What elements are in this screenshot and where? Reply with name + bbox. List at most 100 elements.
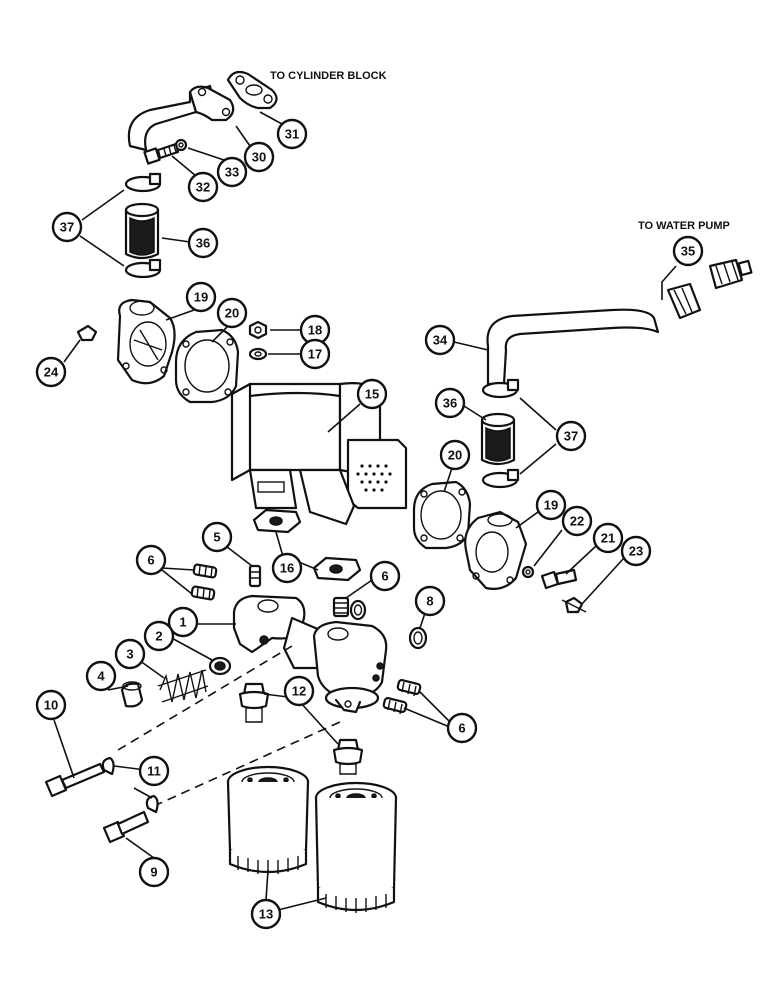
callout-23: 23 bbox=[620, 535, 652, 567]
plug-6-lower-a bbox=[396, 679, 422, 697]
svg-text:6: 6 bbox=[381, 569, 388, 584]
svg-text:6: 6 bbox=[147, 553, 154, 568]
svg-text:17: 17 bbox=[308, 347, 322, 362]
svg-text:34: 34 bbox=[433, 333, 448, 348]
callout-8: 8 bbox=[414, 585, 446, 617]
hose-36-right bbox=[480, 412, 516, 466]
svg-text:35: 35 bbox=[681, 244, 695, 259]
svg-text:18: 18 bbox=[308, 323, 322, 338]
callout-36-right: 36 bbox=[434, 387, 466, 419]
plug-6-upper-b bbox=[190, 585, 216, 601]
hose-clamp-37-right-lower bbox=[481, 468, 520, 489]
callout-11: 11 bbox=[138, 755, 170, 787]
svg-text:16: 16 bbox=[280, 561, 294, 576]
label-to-water-pump: TO WATER PUMP bbox=[638, 220, 730, 232]
svg-text:19: 19 bbox=[194, 290, 208, 305]
svg-text:8: 8 bbox=[426, 594, 433, 609]
svg-text:32: 32 bbox=[196, 180, 210, 195]
filter-cartridge-13-left bbox=[226, 765, 310, 875]
plug-5 bbox=[248, 564, 262, 588]
callout-34: 34 bbox=[424, 324, 456, 356]
svg-text:4: 4 bbox=[97, 669, 105, 684]
svg-text:22: 22 bbox=[570, 514, 584, 529]
callout-6-mid: 6 bbox=[369, 560, 401, 592]
callout-15: 15 bbox=[356, 378, 388, 410]
hose-clamp-37-right-upper bbox=[481, 378, 520, 399]
bolt-9 bbox=[102, 810, 150, 844]
o-ring-8 bbox=[408, 626, 428, 650]
filter-cartridge-13-right bbox=[314, 781, 398, 913]
callout-4: 4 bbox=[85, 660, 117, 692]
gasket-16-lower bbox=[312, 556, 362, 582]
spring-3 bbox=[157, 669, 209, 703]
callout-36-left: 36 bbox=[187, 227, 219, 259]
housing-19-upper bbox=[116, 298, 176, 385]
svg-text:6: 6 bbox=[458, 721, 465, 736]
svg-text:21: 21 bbox=[601, 531, 615, 546]
svg-text:10: 10 bbox=[44, 698, 58, 713]
callout-37-right: 37 bbox=[555, 420, 587, 452]
housing-19-right bbox=[464, 510, 528, 590]
filter-head-1 bbox=[232, 594, 388, 714]
callout-37-left: 37 bbox=[51, 211, 83, 243]
svg-text:30: 30 bbox=[252, 150, 266, 165]
callout-10: 10 bbox=[35, 689, 67, 721]
callout-3: 3 bbox=[114, 638, 146, 670]
callout-6-upper: 6 bbox=[135, 544, 167, 576]
svg-text:3: 3 bbox=[126, 647, 133, 662]
svg-text:12: 12 bbox=[292, 684, 306, 699]
nut-18 bbox=[248, 320, 268, 340]
callout-30: 30 bbox=[243, 141, 275, 173]
bolt-32 bbox=[143, 142, 180, 165]
svg-text:9: 9 bbox=[150, 865, 157, 880]
callout-2: 2 bbox=[143, 620, 175, 652]
callout-17: 17 bbox=[299, 338, 331, 370]
cooler-core-dots bbox=[356, 464, 392, 492]
gasket-20-upper bbox=[174, 328, 240, 404]
svg-text:11: 11 bbox=[147, 764, 161, 779]
fitting-23 bbox=[561, 596, 587, 614]
callout-16: 16 bbox=[271, 552, 303, 584]
svg-text:33: 33 bbox=[225, 165, 239, 180]
callout-1: 1 bbox=[167, 606, 199, 638]
callout-22: 22 bbox=[561, 505, 593, 537]
callout-13: 13 bbox=[250, 898, 282, 930]
washer-11-upper bbox=[101, 756, 115, 776]
washer-11-lower bbox=[145, 794, 159, 814]
gasket-31 bbox=[226, 70, 278, 110]
callout-9: 9 bbox=[138, 856, 170, 888]
adapter-12-left bbox=[238, 682, 270, 723]
assembly-line-lower bbox=[153, 721, 341, 807]
callout-21: 21 bbox=[592, 522, 624, 554]
svg-text:20: 20 bbox=[448, 448, 462, 463]
svg-text:31: 31 bbox=[285, 127, 299, 142]
callout-20-upper: 20 bbox=[216, 297, 248, 329]
adapter-12-right bbox=[332, 738, 364, 775]
svg-text:36: 36 bbox=[196, 236, 210, 251]
hose-clamp-37-lower bbox=[124, 258, 162, 279]
cap-4 bbox=[120, 681, 144, 708]
callout-32: 32 bbox=[187, 171, 219, 203]
assembly-line-upper bbox=[117, 645, 293, 751]
washer-22 bbox=[521, 565, 535, 579]
washer-17 bbox=[248, 347, 268, 361]
svg-text:15: 15 bbox=[365, 387, 379, 402]
svg-text:37: 37 bbox=[60, 220, 74, 235]
svg-text:19: 19 bbox=[544, 498, 558, 513]
callout-24: 24 bbox=[35, 356, 67, 388]
bolt-21 bbox=[540, 568, 578, 590]
callout-20-right: 20 bbox=[439, 439, 471, 471]
o-ring-6-seal bbox=[349, 599, 367, 621]
svg-text:20: 20 bbox=[225, 306, 239, 321]
svg-text:1: 1 bbox=[179, 615, 186, 630]
callout-6-lower: 6 bbox=[446, 712, 478, 744]
hose-36-upper bbox=[124, 202, 160, 260]
svg-text:36: 36 bbox=[443, 396, 457, 411]
plug-6-lower-b bbox=[382, 697, 408, 715]
callout-33: 33 bbox=[216, 156, 248, 188]
plug-6-upper-a bbox=[192, 563, 218, 579]
callout-19-right: 19 bbox=[535, 489, 567, 521]
callout-31: 31 bbox=[276, 118, 308, 150]
svg-text:5: 5 bbox=[213, 530, 220, 545]
